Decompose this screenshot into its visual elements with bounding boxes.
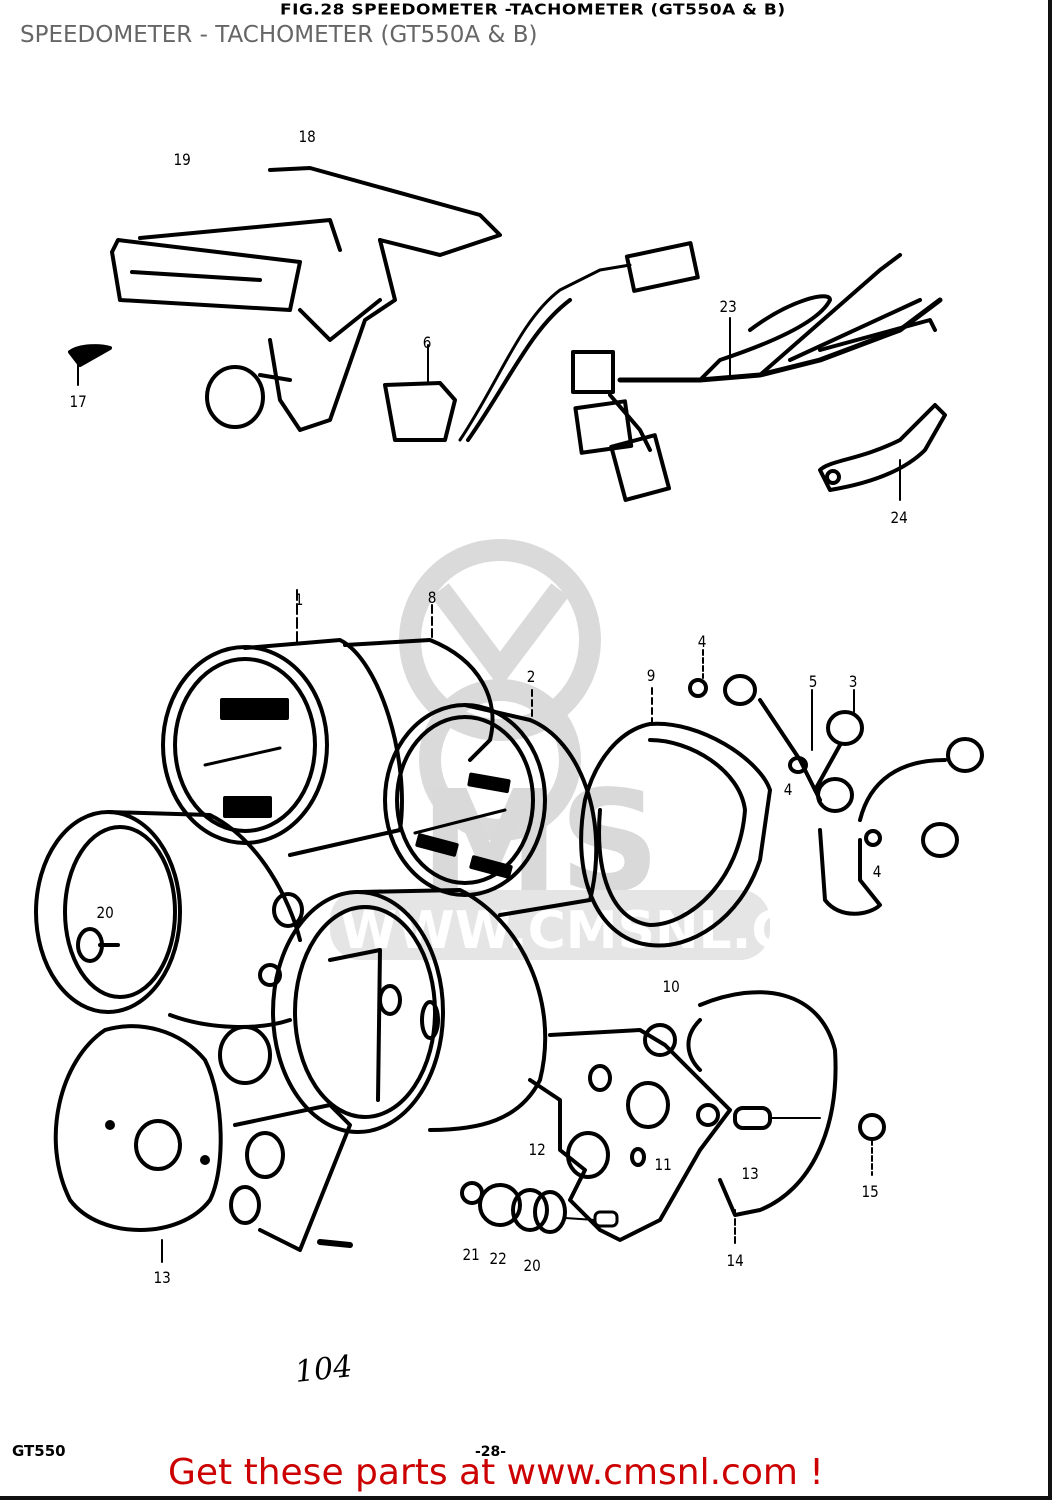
callout-17[interactable]: 18 [298,127,316,146]
bracket-drawing [229,1103,353,1252]
callout-10[interactable]: 11 [654,1155,672,1174]
cushion-8-drawing [579,721,772,948]
callout-22[interactable]: 22 [489,1249,507,1268]
callout-3[interactable]: 3 [848,672,858,691]
callout-4-bottom[interactable]: 4 [872,862,882,881]
callout-5[interactable]: 5 [808,672,818,691]
indicator-housing-drawing [110,166,502,432]
cushion-7-drawing [343,638,495,762]
figure-heading: FIG.28 SPEEDOMETER -TACHOMETER (GT550A &… [280,1,786,19]
callout-15[interactable]: 15 [861,1182,879,1201]
callout-16[interactable]: 17 [69,392,87,411]
lower-case-14-drawing [528,990,838,1246]
meter-case-drawing [34,810,304,1085]
wiring-harness-23-drawing [571,253,943,502]
callout-1[interactable]: 1 [294,590,304,609]
callout-12[interactable]: 13 [741,1164,759,1183]
nut-15-drawing [858,1113,886,1141]
callout-7[interactable]: 8 [427,588,437,607]
lower-case-13-drawing [53,1024,223,1263]
callout-8[interactable]: 9 [646,666,656,685]
handwritten-note: 104 [293,1349,354,1390]
callout-11[interactable]: 12 [528,1140,546,1159]
bulb-sockets-drawing [688,649,984,916]
callout-2[interactable]: 2 [526,667,536,686]
callout-19[interactable]: 20 [96,903,114,922]
callout-23[interactable]: 23 [719,297,737,316]
callout-13[interactable]: 13 [153,1268,171,1287]
callout-18[interactable]: 19 [173,150,191,169]
washers-drawing [460,1181,619,1234]
switch-6-drawing [383,381,457,442]
page-border-bottom [0,1496,1052,1500]
model-code: GT550 [12,1442,66,1460]
page-border-right [1048,0,1052,1500]
speedometer-1-drawing [161,589,404,857]
get-parts-link[interactable]: Get these parts at www.cmsnl.com ! [168,1452,824,1493]
callout-9[interactable]: 10 [662,977,680,996]
page-number: -28- [475,1444,507,1460]
callout-6[interactable]: 6 [422,333,432,352]
callout-4-top[interactable]: 4 [697,632,707,651]
callout-4-mid[interactable]: 4 [783,780,793,799]
callout-14[interactable]: 14 [726,1251,744,1270]
clamp-24-drawing [818,403,947,492]
callout-21[interactable]: 21 [462,1245,480,1264]
tacho-case-drawing [271,888,548,1134]
callout-20[interactable]: 20 [523,1256,541,1275]
page-title: SPEEDOMETER - TACHOMETER (GT550A & B) [20,22,538,48]
callout-24[interactable]: 24 [890,508,908,527]
tachometer-2-drawing [383,689,599,917]
screw-16-drawing [68,344,112,367]
